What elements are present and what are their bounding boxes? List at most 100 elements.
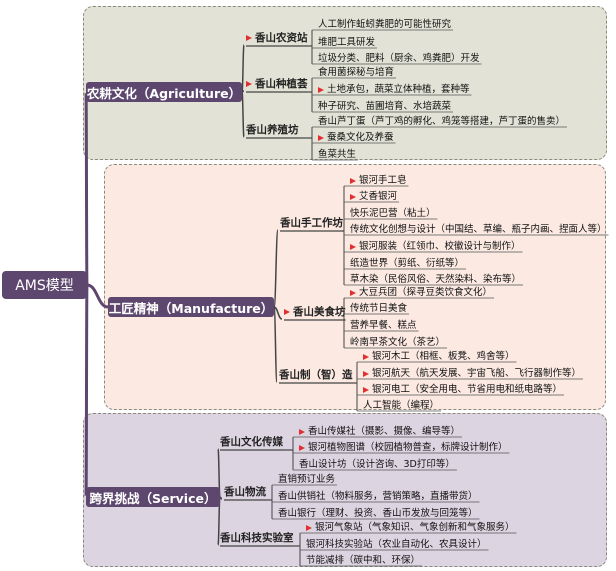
root-node[interactable]: AMS模型	[2, 271, 87, 299]
leaf-node[interactable]: 香山银行（理财、投资、香山币发放与回笼等）	[278, 508, 478, 520]
leaf-node-label: 堆肥工具研发	[318, 37, 376, 48]
branch-node-0-label: 农耕文化（Agriculture）	[86, 85, 242, 101]
leaf-node-label: 银河手工皂	[359, 175, 407, 186]
leaf-node-label: 人工制作蚯蚓粪肥的可能性研究	[318, 19, 452, 30]
flag-icon	[363, 370, 369, 377]
leaf-node[interactable]: 垃圾分类、肥料（厨余、鸡粪肥）开发	[318, 53, 480, 65]
leaf-node-label: 银河服装（红领巾、校徽设计与制作）	[359, 241, 521, 252]
leaf-node-label: 营养早餐、糕点	[350, 320, 417, 331]
leaf-node-label: 岭南早茶文化（茶艺）	[350, 337, 446, 348]
leaf-node[interactable]: 银河手工皂	[350, 175, 407, 187]
flag-icon	[350, 243, 356, 250]
leaf-node-label: 传统文化创想与设计（中国结、草编、瓶子内画、捏面人等）	[350, 224, 607, 235]
group-node-label: 香山物流	[224, 486, 266, 498]
leaf-node[interactable]: 堆肥工具研发	[318, 37, 375, 49]
group-node-label: 香山科技实验室	[220, 532, 294, 544]
leaf-node[interactable]: 大豆兵团（探寻豆类饮食文化）	[350, 287, 492, 299]
leaf-node-label: 鱼菜共生	[318, 149, 357, 160]
flag-icon	[299, 444, 305, 451]
group-node-label: 香山文化传媒	[220, 436, 283, 448]
leaf-node[interactable]: 传统节日美食	[350, 303, 407, 315]
leaf-node-label: 银河植物图谱（校园植物普查，标牌设计制作）	[308, 442, 508, 453]
leaf-node[interactable]: 银河气象站（气象知识、气象创新和气象服务）	[306, 522, 515, 534]
leaf-node-label: 快乐泥巴营（粘土）	[350, 208, 436, 219]
group-node[interactable]: 香山养殖坊	[246, 124, 299, 137]
branch-node-2[interactable]: 跨界挑战（Service）	[86, 487, 220, 507]
leaf-node-label: 银河科技实验站（农业自动化、农具设计）	[306, 539, 487, 550]
leaf-node[interactable]: 香山传媒社（摄影、摄像、编导等）	[299, 426, 460, 438]
leaf-node-label: 草木染（民俗风俗、天然染料、染布等）	[350, 274, 522, 285]
group-node-label: 香山制（智）造	[279, 369, 353, 381]
leaf-node-label: 人工智能（编程）	[363, 400, 440, 411]
group-node[interactable]: 香山制（智）造	[279, 369, 353, 382]
leaf-node-label: 银河气象站（气象知识、气象创新和气象服务）	[315, 522, 515, 533]
leaf-node[interactable]: 传统文化创想与设计（中国结、草编、瓶子内画、捏面人等）	[350, 224, 607, 236]
flag-icon	[284, 309, 290, 315]
leaf-node[interactable]: 银河航天（航天发展、宇宙飞船、飞行器制作等）	[363, 368, 581, 380]
leaf-node-label: 直销预订业务	[278, 474, 336, 485]
leaf-node[interactable]: 直销预订业务	[278, 474, 335, 486]
group-node-label: 香山种植荟	[255, 78, 308, 90]
leaf-node[interactable]: 鱼菜共生	[318, 149, 356, 161]
leaf-node-label: 种子研究、苗圃培育、水培蔬菜	[318, 101, 452, 112]
flag-icon	[318, 86, 324, 93]
leaf-node[interactable]: 纸造世界（剪纸、衍纸等）	[350, 258, 464, 270]
group-node[interactable]: 香山物流	[224, 486, 266, 499]
leaf-node-label: 垃圾分类、肥料（厨余、鸡粪肥）开发	[318, 53, 480, 64]
group-node-label: 香山农资站	[255, 32, 308, 44]
leaf-node-label: 食用菌探秘与培育	[318, 67, 395, 78]
leaf-node[interactable]: 土地承包，蔬菜立体种植，套种等	[318, 84, 470, 96]
leaf-node[interactable]: 银河电工（安全用电、节省用电和纸电路等）	[363, 384, 562, 396]
leaf-node[interactable]: 香山供销社（物料服务，营销策略，直播带货）	[278, 491, 478, 503]
leaf-node-label: 香山芦丁蛋（芦丁鸡的孵化、鸡笼等搭建，芦丁蛋的售卖）	[318, 116, 566, 127]
flag-icon	[350, 193, 356, 200]
leaf-node-label: 香山设计坊（设计咨询、3D打印等）	[299, 459, 455, 470]
flag-icon	[246, 81, 252, 87]
leaf-node[interactable]: 蚕桑文化及养蚕	[318, 132, 394, 144]
leaf-node-label: 传统节日美食	[350, 303, 408, 314]
leaf-node-label: 银河电工（安全用电、节省用电和纸电路等）	[372, 384, 563, 395]
leaf-node[interactable]: 人工制作蚯蚓粪肥的可能性研究	[318, 19, 451, 31]
leaf-node[interactable]: 银河科技实验站（农业自动化、农具设计）	[306, 539, 487, 551]
leaf-node[interactable]: 香山芦丁蛋（芦丁鸡的孵化、鸡笼等搭建，芦丁蛋的售卖）	[318, 116, 565, 128]
branch-node-1[interactable]: 工匠精神（Manufacture）	[108, 297, 274, 317]
group-node[interactable]: 香山美食坊	[284, 306, 346, 319]
leaf-node[interactable]: 岭南早茶文化（茶艺）	[350, 337, 445, 349]
group-node[interactable]: 香山农资站	[246, 32, 308, 45]
manufacture-panel	[104, 164, 606, 410]
group-node[interactable]: 香山种植荟	[246, 78, 308, 91]
leaf-node[interactable]: 银河服装（红领巾、校徽设计与制作）	[350, 241, 521, 253]
leaf-node[interactable]: 种子研究、苗圃培育、水培蔬菜	[318, 101, 451, 113]
leaf-node[interactable]: 快乐泥巴营（粘土）	[350, 208, 436, 220]
flag-icon	[350, 177, 356, 184]
leaf-node[interactable]: 艾香银河	[350, 191, 397, 203]
flag-icon	[306, 524, 312, 531]
leaf-node[interactable]: 食用菌探秘与培育	[318, 67, 394, 79]
branch-node-2-label: 跨界挑战（Service）	[89, 490, 217, 506]
flag-icon	[350, 289, 356, 296]
branch-node-1-label: 工匠精神（Manufacture）	[108, 300, 274, 316]
leaf-node-label: 香山供销社（物料服务，营销策略，直播带货）	[278, 491, 478, 502]
leaf-node-label: 大豆兵团（探寻豆类饮食文化）	[359, 287, 493, 298]
leaf-node[interactable]: 节能减排（碳中和、环保）	[306, 555, 420, 567]
leaf-node[interactable]: 银河木工（相框、板凳、鸡舍等）	[363, 351, 515, 363]
leaf-node-label: 银河航天（航天发展、宇宙飞船、飞行器制作等）	[372, 368, 582, 379]
leaf-node-label: 节能减排（碳中和、环保）	[306, 555, 421, 566]
leaf-node[interactable]: 营养早餐、糕点	[350, 320, 417, 332]
leaf-node[interactable]: 银河植物图谱（校园植物普查，标牌设计制作）	[299, 442, 508, 454]
flag-icon	[363, 353, 369, 360]
group-node[interactable]: 香山科技实验室	[220, 532, 294, 545]
group-node-label: 香山美食坊	[293, 306, 346, 318]
leaf-node[interactable]: 人工智能（编程）	[363, 400, 439, 412]
leaf-node-label: 香山传媒社（摄影、摄像、编导等）	[308, 426, 461, 437]
flag-icon	[363, 386, 369, 393]
leaf-node-label: 艾香银河	[359, 191, 398, 202]
leaf-node-label: 银河木工（相框、板凳、鸡舍等）	[372, 351, 515, 362]
flag-icon	[246, 35, 252, 41]
leaf-node[interactable]: 香山设计坊（设计咨询、3D打印等）	[299, 459, 455, 471]
leaf-node-label: 纸造世界（剪纸、衍纸等）	[350, 258, 465, 269]
group-node[interactable]: 香山文化传媒	[220, 436, 283, 449]
leaf-node[interactable]: 草木染（民俗风俗、天然染料、染布等）	[350, 274, 521, 286]
branch-node-0[interactable]: 农耕文化（Agriculture）	[86, 82, 242, 102]
group-node[interactable]: 香山手工作坊	[280, 217, 343, 230]
